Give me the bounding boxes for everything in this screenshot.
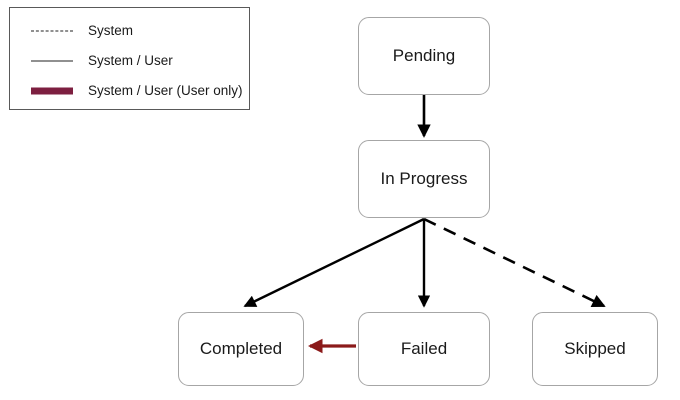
legend-item-system-user-user-only: System / User (User only) [10, 80, 249, 102]
state-node-skipped[interactable]: Skipped [532, 312, 658, 386]
legend-swatch-thick-line [31, 85, 73, 97]
edge-in-progress-to-skipped [423, 217, 606, 308]
legend-item-system-user: System / User [10, 50, 249, 72]
legend-label-system-user-user-only: System / User (User only) [88, 83, 243, 99]
state-node-in-progress-label: In Progress [380, 169, 468, 188]
legend-swatch-dashed-line [31, 25, 73, 37]
edge-in-progress-to-completed [243, 217, 425, 308]
state-node-failed-label: Failed [400, 339, 448, 358]
state-node-pending[interactable]: Pending [358, 17, 490, 95]
state-node-pending-label: Pending [392, 46, 456, 65]
legend-swatch-solid-line [31, 55, 73, 67]
state-node-completed-label: Completed [199, 339, 283, 358]
legend-label-system-user: System / User [88, 53, 173, 69]
legend-item-system: System [10, 20, 249, 42]
legend-label-system: System [88, 23, 134, 39]
legend: System System / User System / User (User… [9, 7, 250, 110]
state-node-skipped-label: Skipped [564, 339, 626, 358]
state-node-completed[interactable]: Completed [178, 312, 304, 386]
state-node-in-progress[interactable]: In Progress [358, 140, 490, 218]
state-node-failed[interactable]: Failed [358, 312, 490, 386]
